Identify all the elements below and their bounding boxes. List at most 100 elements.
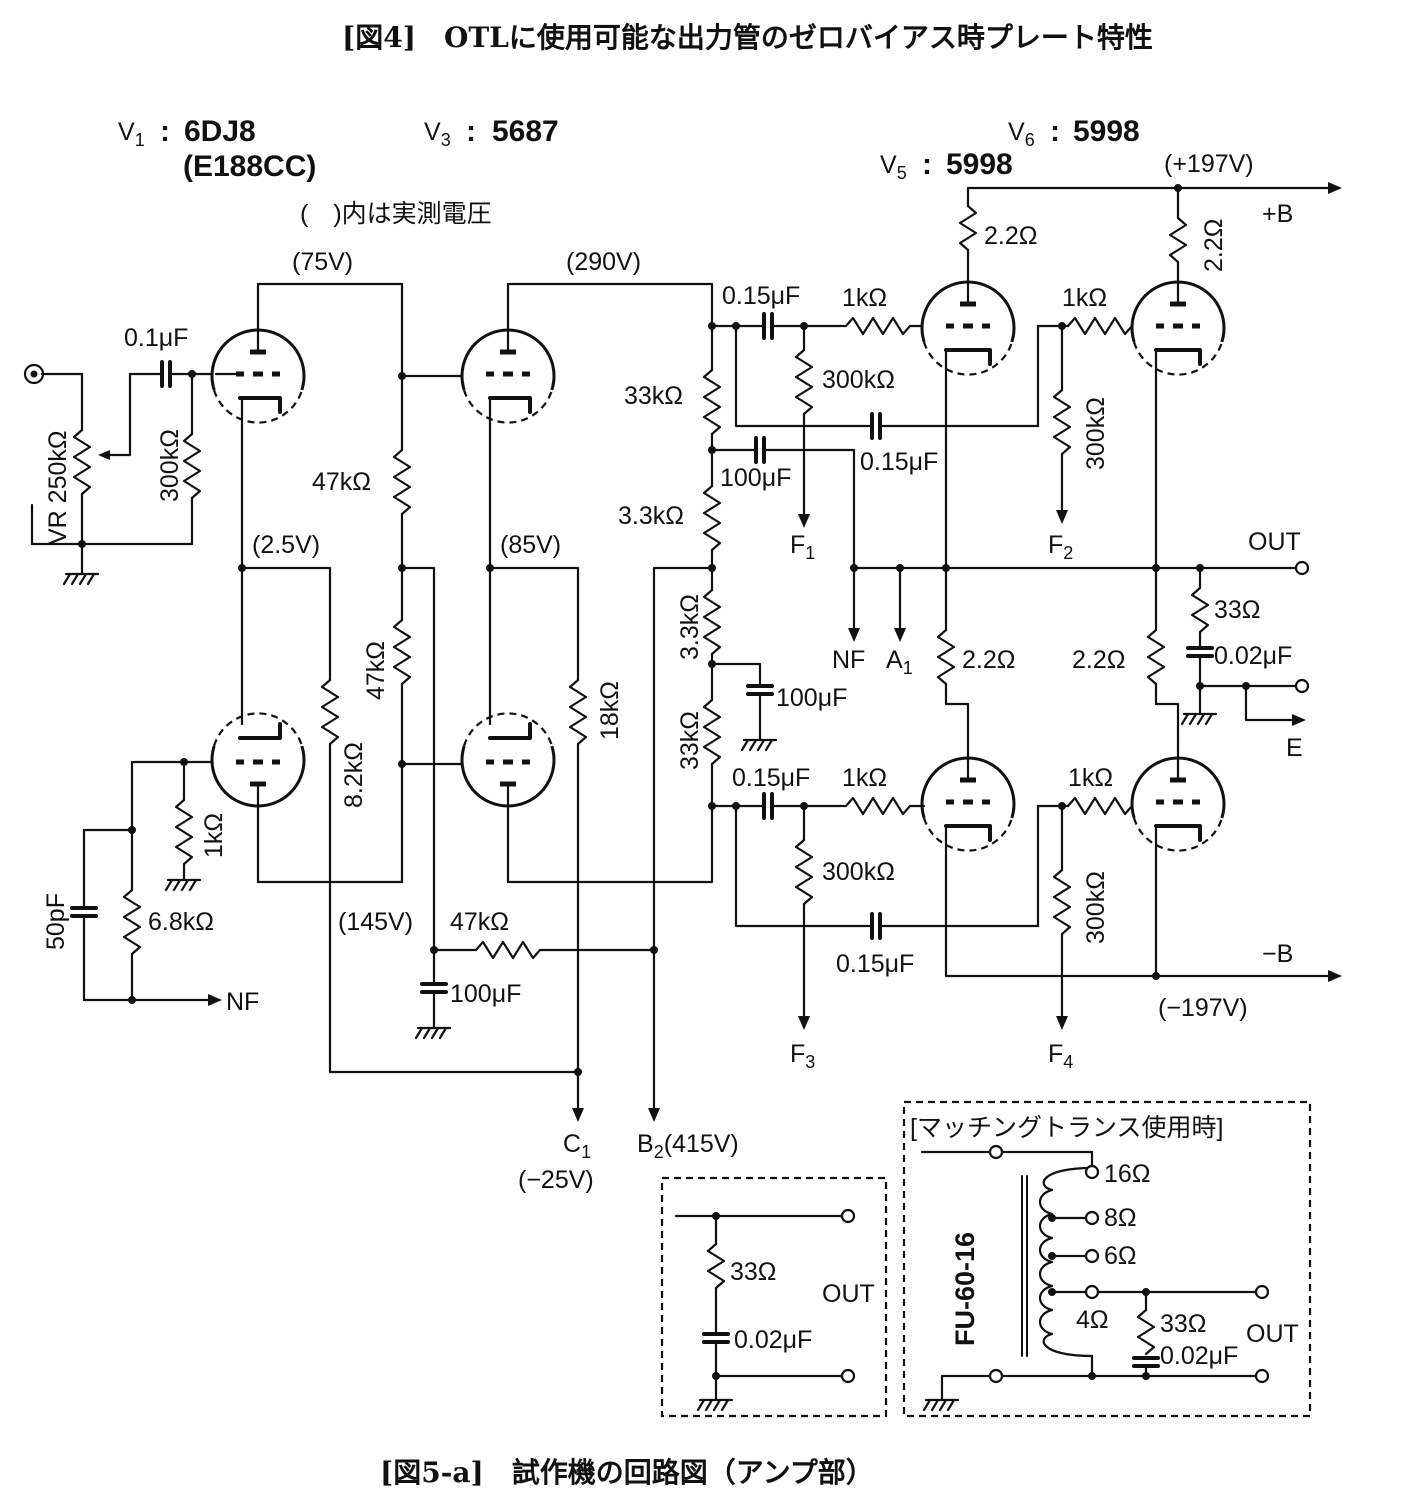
- v3-cathode-voltage: (85V): [500, 531, 561, 559]
- svg-text:OUT: OUT: [1246, 1320, 1299, 1348]
- zobel-network: 33Ω 0.02μF: [1186, 566, 1292, 716]
- svg-text:0.1μF: 0.1μF: [124, 324, 188, 352]
- measured-voltage-note: ( )内は実測電圧: [300, 200, 492, 228]
- resistor-3k3-b: 3.3kΩ: [676, 566, 722, 666]
- tube-v1-upper: [210, 328, 306, 426]
- svg-text:(E188CC): (E188CC): [183, 150, 316, 183]
- resistor-300k-v5: 300kΩ F1: [790, 324, 895, 563]
- svg-text:33Ω: 33Ω: [1214, 596, 1261, 624]
- svg-text:1kΩ: 1kΩ: [200, 813, 228, 858]
- svg-text:100μF: 100μF: [720, 464, 791, 492]
- svg-text:[マッチングトランス使用時]: [マッチングトランス使用時]: [910, 1114, 1223, 1142]
- svg-text:0.02μF: 0.02μF: [734, 1326, 812, 1354]
- svg-text:100μF: 100μF: [776, 684, 847, 712]
- cap-015-low: 0.15μF: [734, 804, 1058, 978]
- svg-text:(−25V): (−25V): [518, 1166, 594, 1194]
- nf-input-label: NF: [226, 988, 259, 1016]
- input-jack: [23, 363, 84, 432]
- svg-text:0.15μF: 0.15μF: [732, 764, 810, 792]
- resistor-1k-v6b: 1kΩ: [1054, 764, 1134, 816]
- svg-text:V6: V6: [1008, 118, 1035, 150]
- ground-output: [1180, 712, 1218, 726]
- resistor-18k: 18kΩ: [568, 678, 624, 1074]
- v2-plate-voltage: (145V): [338, 908, 413, 936]
- svg-text:FU-60-16: FU-60-16: [950, 1232, 980, 1346]
- tube-v3-lower: [460, 710, 556, 808]
- resistor-300k-v6: 300kΩ F2: [1048, 324, 1110, 563]
- svg-text:8Ω: 8Ω: [1104, 1204, 1137, 1232]
- svg-text:2.2Ω: 2.2Ω: [984, 222, 1037, 250]
- svg-text:6DJ8: 6DJ8: [184, 115, 256, 148]
- v3-plate-voltage: (290V): [566, 248, 641, 276]
- input-coupling-cap: 0.1μF: [124, 324, 218, 388]
- svg-text:4Ω: 4Ω: [1076, 1306, 1109, 1334]
- v6-label: V6 : 5998: [1008, 115, 1140, 150]
- svg-text:0.15μF: 0.15μF: [860, 448, 938, 476]
- svg-text:5998: 5998: [1073, 115, 1140, 148]
- svg-text:1kΩ: 1kΩ: [842, 284, 887, 312]
- svg-text:F4: F4: [1048, 1040, 1073, 1072]
- resistor-33k-bot: 33kΩ: [676, 662, 722, 808]
- svg-text:0.15μF: 0.15μF: [836, 950, 914, 978]
- svg-text:V3: V3: [424, 118, 451, 150]
- svg-text:18kΩ: 18kΩ: [596, 681, 624, 740]
- svg-text:B2(415V): B2(415V): [637, 1130, 739, 1162]
- resistor-47k-b: 47kΩ: [362, 566, 412, 766]
- resistor-300k-v5b: 300kΩ F3: [790, 804, 895, 1072]
- v5-label: V5 : 5998: [880, 148, 1013, 183]
- svg-text:3.3kΩ: 3.3kΩ: [618, 502, 684, 530]
- svg-text:100μF: 100μF: [450, 980, 521, 1008]
- tube-v3-upper: [460, 328, 556, 426]
- svg-text:8.2kΩ: 8.2kΩ: [340, 742, 368, 808]
- tube-v5-lower: [920, 736, 1016, 854]
- resistor-47k-a: 47kΩ: [312, 374, 412, 570]
- resistor-2r2-v6k: 2.2Ω: [1072, 628, 1180, 740]
- svg-text:(−197V): (−197V): [1158, 994, 1248, 1022]
- earth-label: E: [1286, 734, 1303, 762]
- svg-text:50pF: 50pF: [42, 893, 70, 950]
- inset-transformer-box: [マッチングトランス使用時] FU-60-16 16Ω 8Ω 6Ω 4Ω 33Ω…: [902, 1100, 1312, 1418]
- svg-text:47kΩ: 47kΩ: [312, 468, 371, 496]
- svg-text:F3: F3: [790, 1040, 815, 1072]
- svg-text:A1: A1: [886, 646, 913, 678]
- tube-v6: [1130, 280, 1226, 378]
- svg-text::: :: [922, 148, 932, 181]
- svg-text:OUT: OUT: [1248, 528, 1301, 556]
- grid-resistor-300k: 300kΩ: [156, 372, 202, 546]
- header-title: [図4] OTLに使用可能な出力管のゼロバイアス時プレート特性: [342, 21, 1153, 54]
- svg-text:F1: F1: [790, 531, 815, 563]
- svg-text:C1: C1: [563, 1130, 591, 1162]
- b-minus-rail: −B (−197V): [1158, 940, 1342, 1022]
- resistor-6k8: 6.8kΩ: [122, 828, 214, 1002]
- svg-text:16Ω: 16Ω: [1104, 1160, 1151, 1188]
- tube-v5: [920, 264, 1016, 378]
- svg-text:300kΩ: 300kΩ: [822, 366, 895, 394]
- svg-text:6.8kΩ: 6.8kΩ: [148, 908, 214, 936]
- cap-50pf: 50pF: [42, 828, 98, 1002]
- cap-100uf-mid: 100μF: [710, 662, 847, 752]
- b-plus-rail: (+197V) +B: [966, 150, 1342, 228]
- svg-text:3.3kΩ: 3.3kΩ: [676, 594, 704, 660]
- svg-text:0.02μF: 0.02μF: [1214, 642, 1292, 670]
- svg-text:33Ω: 33Ω: [730, 1258, 777, 1286]
- resistor-300k-v6b: 300kΩ F4: [1048, 804, 1110, 1072]
- svg-text:5998: 5998: [946, 148, 1013, 181]
- v1-label: V1 : 6DJ8 (E188CC): [118, 115, 316, 183]
- svg-text:0.15μF: 0.15μF: [722, 282, 800, 310]
- resistor-3k3-a: 3.3kΩ: [618, 448, 722, 570]
- svg-text:+B: +B: [1262, 200, 1293, 228]
- tube-v1-lower: [210, 710, 306, 808]
- resistor-1k-v5: 1kΩ: [842, 284, 926, 336]
- b2-terminal: B2(415V): [637, 1108, 739, 1162]
- svg-text:NF: NF: [832, 646, 865, 674]
- ground-terminal: [1294, 678, 1310, 694]
- svg-text:6Ω: 6Ω: [1104, 1242, 1137, 1270]
- svg-text::: :: [160, 115, 170, 148]
- ground-input: [62, 542, 100, 586]
- svg-text:0.02μF: 0.02μF: [1160, 1342, 1238, 1370]
- svg-text:47kΩ: 47kΩ: [362, 641, 390, 700]
- svg-text:47kΩ: 47kΩ: [450, 908, 509, 936]
- footer-title: [図5-a] 試作機の回路図（アンプ部）: [380, 1456, 874, 1489]
- svg-text:33kΩ: 33kΩ: [676, 711, 704, 770]
